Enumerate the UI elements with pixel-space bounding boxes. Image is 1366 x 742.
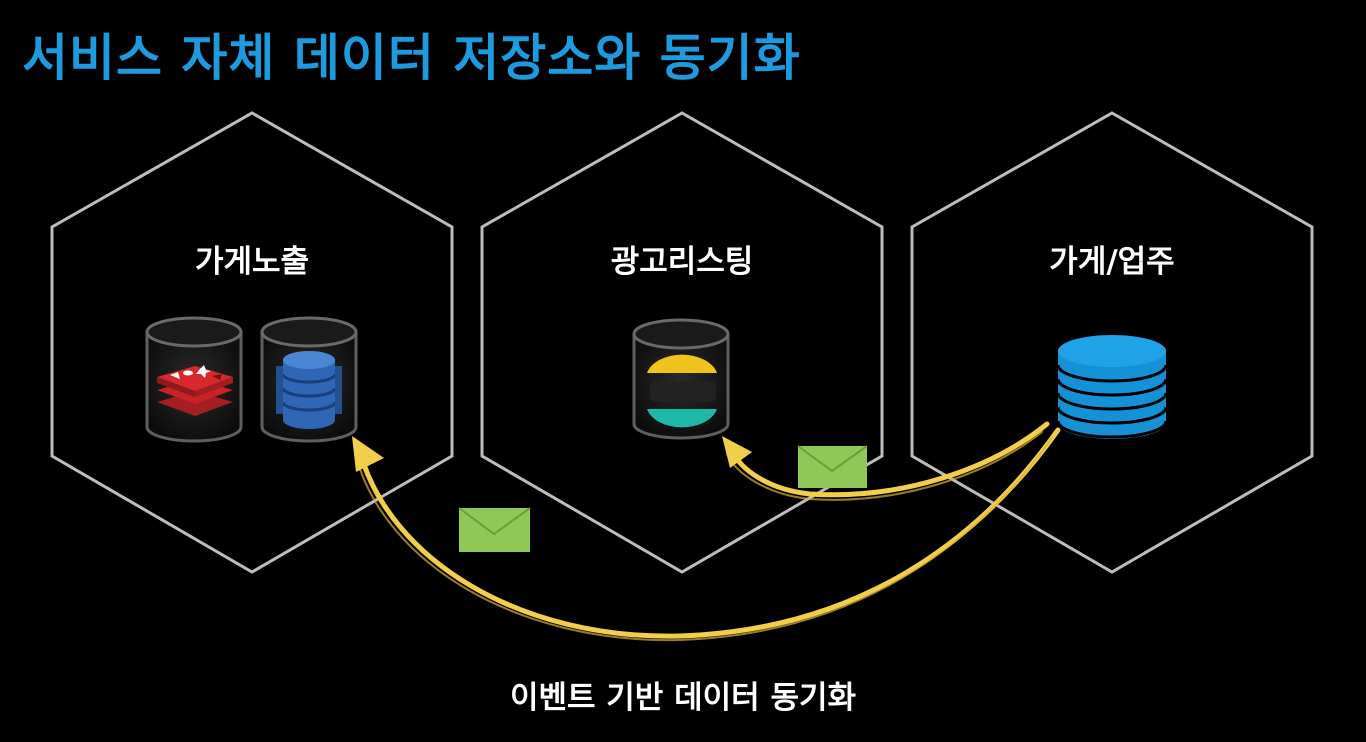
hex-store-exposure <box>50 111 454 574</box>
label-store-exposure: 가게노출 <box>194 244 310 280</box>
envelope-icon <box>458 507 531 552</box>
envelope-icon <box>797 445 868 488</box>
sync-arrow-to-store-exposure <box>352 427 1061 642</box>
store-owner-database <box>1056 335 1168 439</box>
redis-db-cylinder <box>145 316 243 443</box>
sync-arrow-to-ad-listing <box>722 421 1050 501</box>
hex-store-owner <box>910 111 1314 574</box>
hex-ad-listing <box>480 111 884 574</box>
redis-icon <box>157 365 233 416</box>
label-store-owner: 가게/업주 <box>1049 244 1175 280</box>
slide-title: 서비스 자체 데이터 저장소와 동기화 <box>22 29 801 87</box>
elasticsearch-cylinder <box>632 318 730 440</box>
label-ad-listing: 광고리스팅 <box>610 244 754 280</box>
elasticsearch-icon <box>647 354 717 428</box>
dynamodb-cylinder <box>260 316 358 443</box>
diagram-caption: 이벤트 기반 데이터 동기화 <box>509 680 857 716</box>
dynamodb-icon <box>276 351 342 429</box>
